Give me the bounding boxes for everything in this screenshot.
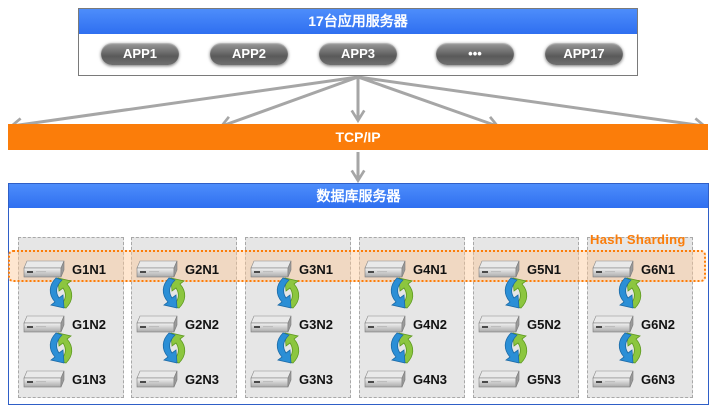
db-node[interactable]: G3N2: [249, 311, 353, 337]
server-rack-icon: [23, 315, 65, 333]
server-rack-icon: [250, 260, 292, 278]
arrow-to-far-left: [8, 75, 359, 133]
db-node[interactable]: G1N1: [22, 256, 126, 282]
db-node-label: G4N1: [413, 262, 447, 277]
bidirectional-curved-arrow-icon: [618, 332, 642, 364]
db-node-label: G1N1: [72, 262, 106, 277]
server-rack-icon: [250, 370, 292, 388]
server-rack-icon: [478, 370, 520, 388]
app-pill-3[interactable]: APP3: [319, 43, 397, 65]
bidirectional-curved-arrow-icon: [276, 277, 300, 309]
app-pill-ellipsis[interactable]: •••: [436, 43, 514, 65]
db-node[interactable]: G4N2: [363, 311, 467, 337]
bidirectional-curved-arrow-icon: [504, 332, 528, 364]
server-rack-icon: [250, 315, 292, 333]
db-node-label: G1N3: [72, 372, 106, 387]
db-node[interactable]: G4N3: [363, 366, 467, 392]
arrow-to-right: [357, 75, 500, 131]
app-server-panel: 17台应用服务器 APP1 APP2 APP3 ••• APP17: [78, 8, 638, 76]
db-node-label: G4N2: [413, 317, 447, 332]
server-rack-icon: [136, 370, 178, 388]
db-node[interactable]: G6N3: [591, 366, 695, 392]
db-node-label: G5N2: [527, 317, 561, 332]
db-node[interactable]: G5N2: [477, 311, 581, 337]
db-node[interactable]: G5N3: [477, 366, 581, 392]
db-node[interactable]: G1N3: [22, 366, 126, 392]
server-rack-icon: [136, 315, 178, 333]
server-rack-icon: [478, 260, 520, 278]
db-node[interactable]: G6N1: [591, 256, 695, 282]
tcp-ip-bar: TCP/IP: [8, 124, 708, 150]
db-node-label: G5N3: [527, 372, 561, 387]
db-node[interactable]: G4N1: [363, 256, 467, 282]
db-node-label: G3N2: [299, 317, 333, 332]
arrow-to-far-right: [357, 75, 708, 133]
bidirectional-curved-arrow-icon: [504, 277, 528, 309]
db-node[interactable]: G2N1: [135, 256, 239, 282]
db-node[interactable]: G2N2: [135, 311, 239, 337]
db-node-label: G6N2: [641, 317, 675, 332]
server-rack-icon: [364, 370, 406, 388]
server-rack-icon: [592, 370, 634, 388]
bidirectional-curved-arrow-icon: [618, 277, 642, 309]
db-node-label: G3N1: [299, 262, 333, 277]
db-node[interactable]: G6N2: [591, 311, 695, 337]
server-rack-icon: [136, 260, 178, 278]
bidirectional-curved-arrow-icon: [162, 277, 186, 309]
server-rack-icon: [23, 260, 65, 278]
db-node[interactable]: G2N3: [135, 366, 239, 392]
bidirectional-curved-arrow-icon: [390, 332, 414, 364]
db-node-label: G5N1: [527, 262, 561, 277]
bidirectional-curved-arrow-icon: [49, 332, 73, 364]
db-node-label: G3N3: [299, 372, 333, 387]
db-node-label: G2N1: [185, 262, 219, 277]
db-node[interactable]: G1N2: [22, 311, 126, 337]
bidirectional-curved-arrow-icon: [276, 332, 300, 364]
hash-sharding-highlight: [8, 250, 706, 282]
bidirectional-curved-arrow-icon: [390, 277, 414, 309]
server-rack-icon: [592, 315, 634, 333]
bidirectional-curved-arrow-icon: [49, 277, 73, 309]
db-node[interactable]: G3N1: [249, 256, 353, 282]
server-rack-icon: [23, 370, 65, 388]
db-node-label: G6N3: [641, 372, 675, 387]
hash-sharding-label: Hash Sharding: [590, 232, 686, 247]
server-rack-icon: [592, 260, 634, 278]
app-server-title: 17台应用服务器: [79, 9, 637, 34]
db-node[interactable]: G5N1: [477, 256, 581, 282]
server-rack-icon: [364, 260, 406, 278]
db-node[interactable]: G3N3: [249, 366, 353, 392]
db-server-title: 数据库服务器: [9, 184, 708, 208]
db-node-label: G6N1: [641, 262, 675, 277]
app-pill-2[interactable]: APP2: [210, 43, 288, 65]
server-rack-icon: [478, 315, 520, 333]
app-pill-1[interactable]: APP1: [101, 43, 179, 65]
db-node-label: G2N2: [185, 317, 219, 332]
db-node-label: G2N3: [185, 372, 219, 387]
app-pill-17[interactable]: APP17: [545, 43, 623, 65]
db-node-label: G4N3: [413, 372, 447, 387]
arrow-to-left: [219, 75, 359, 130]
bidirectional-curved-arrow-icon: [162, 332, 186, 364]
db-node-label: G1N2: [72, 317, 106, 332]
server-rack-icon: [364, 315, 406, 333]
